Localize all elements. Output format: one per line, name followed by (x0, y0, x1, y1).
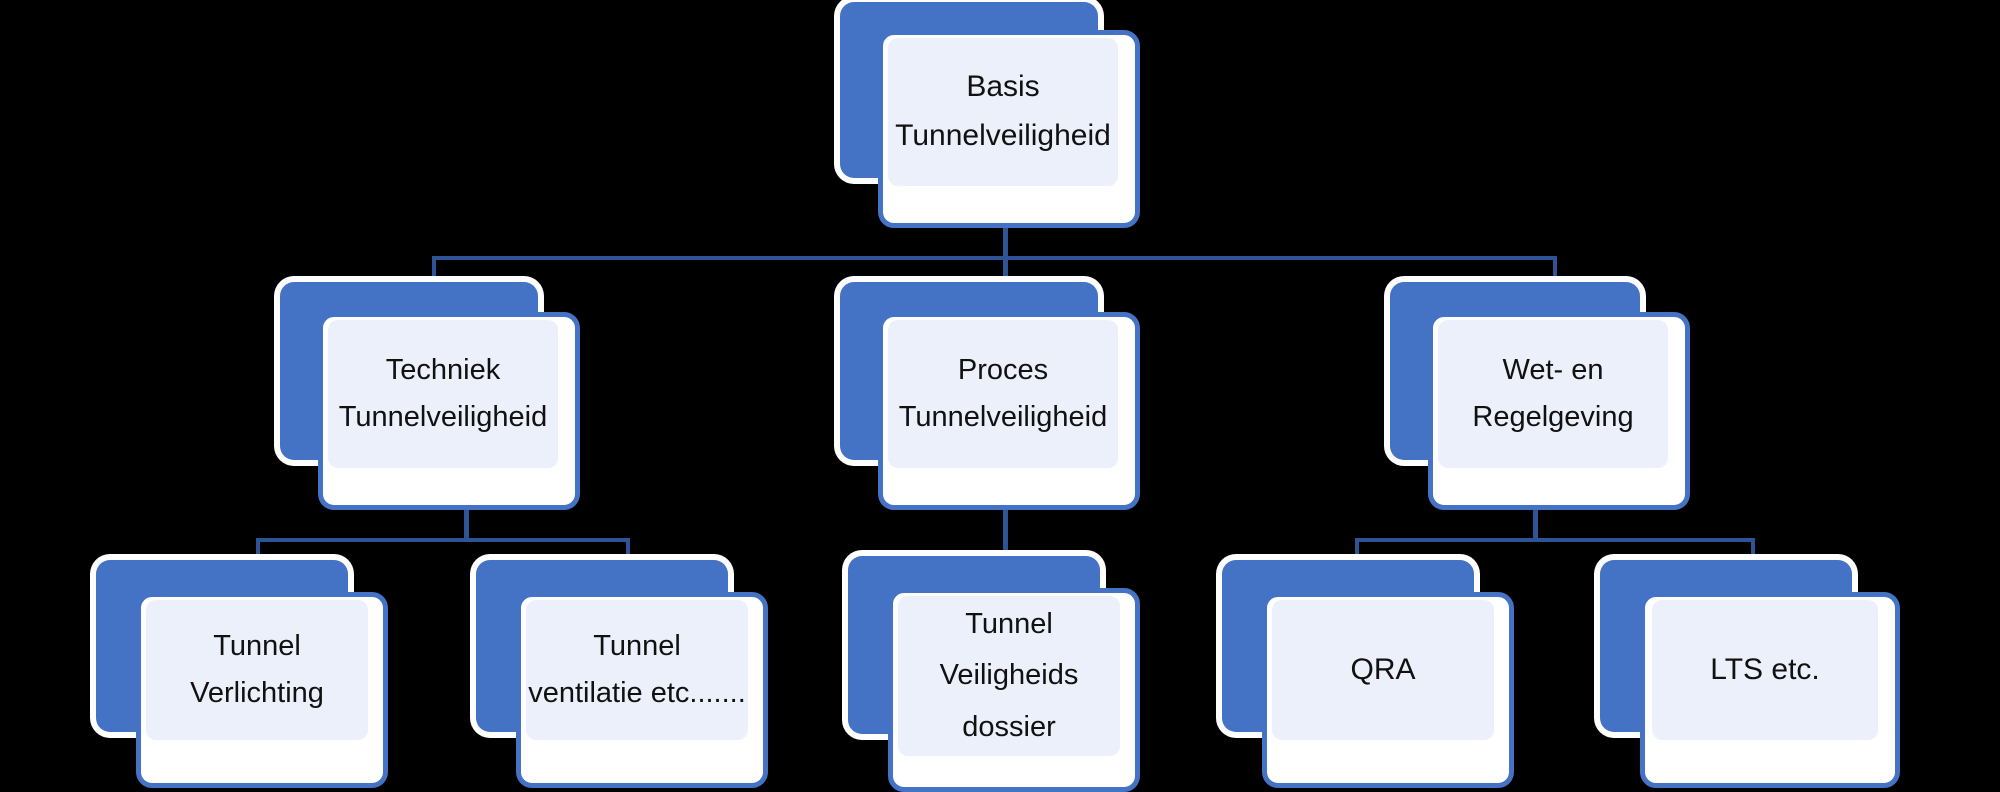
card-panel: Techniek Tunnelveiligheid (328, 320, 558, 468)
card-panel: Tunnel Verlichting (146, 600, 368, 740)
connector-wet-stem (1533, 500, 1538, 542)
node-label: Tunnel Verlichting (190, 630, 324, 709)
node-label: Proces Tunnelveiligheid (898, 354, 1108, 433)
node-proces-tunnelveiligheid[interactable]: Proces Tunnelveiligheid (840, 282, 1190, 512)
node-label: Tunnel ventilatie etc....... (528, 630, 746, 709)
node-label: LTS etc. (1710, 652, 1820, 686)
node-tunnel-ventilatie[interactable]: Tunnel ventilatie etc....... (476, 560, 816, 790)
card-panel: Tunnel ventilatie etc....... (526, 600, 748, 740)
node-basis-tunnelveiligheid[interactable]: Basis Tunnelveiligheid (840, 2, 1180, 230)
connector-proces-stem (1003, 500, 1008, 590)
node-label: Basis Tunnelveiligheid (895, 70, 1111, 152)
node-lts-etc[interactable]: LTS etc. (1600, 560, 1950, 790)
connector-techniek-stem (464, 500, 469, 542)
node-techniek-tunnelveiligheid[interactable]: Techniek Tunnelveiligheid (280, 282, 630, 512)
node-tunnel-verlichting[interactable]: Tunnel Verlichting (96, 560, 436, 790)
node-label: Techniek Tunnelveiligheid (338, 354, 548, 433)
connector-techniek-bus (256, 538, 630, 542)
node-label: Wet- en Regelgeving (1472, 354, 1634, 433)
card-panel: Tunnel Veiligheids dossier (898, 596, 1120, 756)
connector-level2-bus (432, 256, 1557, 260)
node-wet-en-regelgeving[interactable]: Wet- en Regelgeving (1390, 282, 1740, 512)
card-panel: Wet- en Regelgeving (1438, 320, 1668, 468)
card-panel: LTS etc. (1652, 600, 1878, 740)
card-panel: Basis Tunnelveiligheid (888, 38, 1118, 186)
node-label: Tunnel Veiligheids dossier (939, 607, 1079, 743)
node-label: QRA (1350, 652, 1416, 686)
node-tunnel-veiligheidsdossier[interactable]: Tunnel Veiligheids dossier (848, 556, 1188, 792)
node-qra[interactable]: QRA (1222, 560, 1562, 790)
card-panel: QRA (1272, 600, 1494, 740)
connector-wet-bus (1355, 538, 1755, 542)
card-panel: Proces Tunnelveiligheid (888, 320, 1118, 468)
